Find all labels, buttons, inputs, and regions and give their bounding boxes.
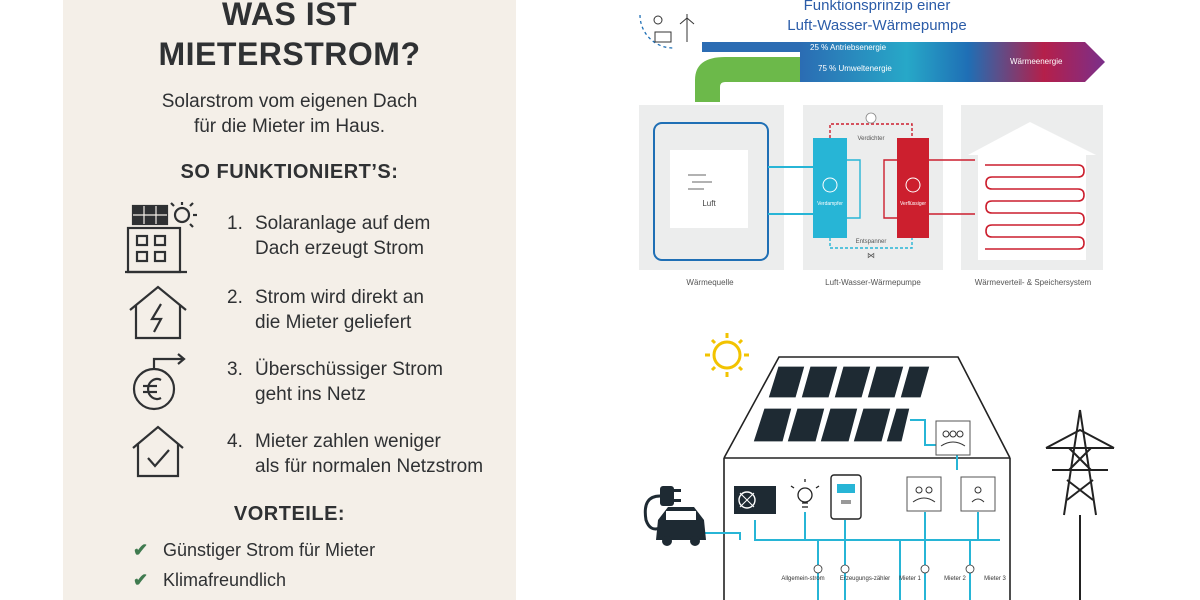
step-text-line2: die Mieter geliefert bbox=[255, 312, 412, 333]
step-text-line1: Mieter zahlen weniger bbox=[255, 431, 441, 452]
tenant-household-icon bbox=[906, 476, 942, 512]
heat-pump-title-line2: Luft-Wasser-Wärmepumpe bbox=[787, 17, 967, 34]
meter-dial-icon bbox=[920, 564, 930, 574]
condenser-label: Verflüssiger bbox=[900, 201, 926, 207]
heat-energy-arrow bbox=[800, 42, 1105, 82]
meter-label-tenant-3: Mieter 3 bbox=[984, 576, 1006, 582]
heat-pump-title-line1: Funktionsprinzip einer bbox=[804, 0, 951, 14]
charging-plug-icon bbox=[643, 486, 681, 531]
power-pylon-icon bbox=[1045, 409, 1115, 600]
solar-building-icon bbox=[125, 202, 197, 274]
heat-pump-label: Luft-Wasser-Wärmepumpe bbox=[825, 278, 921, 287]
infographic-subtitle-line1: Solarstrom vom eigenen Dach bbox=[161, 91, 418, 112]
mieterstrom-house-diagram: Allgemein-strom Erzeugungs-zähler Mieter… bbox=[643, 333, 1115, 600]
underfloor-heating-coil bbox=[985, 164, 1085, 250]
step-number: 4. bbox=[227, 431, 243, 452]
infographic-subtitle-line2: für die Mieter im Haus. bbox=[193, 116, 386, 137]
step-text-line2: als für normalen Netzstrom bbox=[255, 456, 484, 477]
compressor-fan-icon bbox=[865, 112, 877, 124]
step-text-line1: Überschüssiger Strom bbox=[255, 359, 443, 380]
electricity-meter-icon bbox=[830, 474, 862, 520]
euro-coin-arrow-icon bbox=[132, 353, 186, 411]
meter-label-tenant-2: Mieter 2 bbox=[944, 576, 966, 582]
meter-label-production: Erzeugungs-zähler bbox=[840, 576, 890, 582]
how-it-works-heading: SO FUNKTIONIERT’S: bbox=[180, 161, 399, 183]
benefit-text: Günstiger Strom für Mieter bbox=[163, 540, 376, 560]
benefits-heading: VORTEILE: bbox=[233, 503, 346, 525]
light-bulb-icon bbox=[790, 479, 820, 508]
meter-dial-icon bbox=[813, 564, 823, 574]
meter-dial-icon bbox=[965, 564, 975, 574]
storage-system-label: Wärmeverteil- & Speichersystem bbox=[975, 278, 1092, 287]
house-lightning-icon bbox=[129, 285, 187, 340]
heat-pump-diagram: Funktionsprinzip einer Luft-Wasser-Wärme… bbox=[639, 0, 1105, 287]
air-source-label: Luft bbox=[702, 199, 716, 208]
step-text-line1: Strom wird direkt an bbox=[255, 287, 424, 308]
evaporator-label: Verdampfer bbox=[817, 201, 843, 207]
step-text: Mieter zahlen weniger als für normalen Ne… bbox=[255, 429, 525, 479]
sun-icon bbox=[705, 333, 749, 377]
checkmark-icon: ✔ bbox=[133, 570, 149, 590]
expansion-valve-icon: ⋈ bbox=[867, 251, 875, 260]
electric-car-icon bbox=[656, 507, 706, 546]
heat-energy-label: Wärmeenergie bbox=[1010, 57, 1063, 66]
step-text: Strom wird direkt an die Mieter geliefert bbox=[255, 285, 525, 335]
tenant-household-icon bbox=[960, 476, 996, 512]
environment-energy-label: 75 % Umweltenergie bbox=[818, 64, 892, 73]
step-text: Überschüssiger Strom geht ins Netz bbox=[255, 357, 525, 407]
step-text-line2: Dach erzeugt Strom bbox=[255, 238, 424, 259]
house-checkmark-icon bbox=[132, 425, 184, 478]
step-text-line2: geht ins Netz bbox=[255, 384, 366, 405]
mieterstrom-infographic: WAS IST MIETERSTROM? Solarstrom vom eige… bbox=[63, 0, 516, 600]
heat-source-label: Wärmequelle bbox=[686, 278, 734, 287]
meter-labels: Allgemein-strom Erzeugungs-zähler Mieter… bbox=[781, 564, 1006, 582]
tenant-household-icon bbox=[935, 420, 971, 456]
step-number: 3. bbox=[227, 359, 243, 380]
meter-label-general: Allgemein-strom bbox=[781, 576, 824, 582]
condenser-box bbox=[897, 138, 929, 238]
drive-energy-label: 25 % Antriebsenergie bbox=[810, 43, 887, 52]
step-number: 1. bbox=[227, 213, 243, 234]
step-text-line1: Solaranlage auf dem bbox=[255, 213, 431, 234]
tenant-boxes bbox=[906, 420, 996, 512]
expansion-label: Entspanner bbox=[856, 239, 887, 245]
solar-panels bbox=[752, 365, 931, 443]
checkmark-icon: ✔ bbox=[133, 540, 149, 560]
bosch-logo-icon bbox=[639, 14, 695, 49]
benefit-text: Klimafreundlich bbox=[163, 570, 287, 590]
evaporator-box bbox=[813, 138, 847, 238]
infographic-title-line2: MIETERSTROM? bbox=[158, 36, 421, 72]
meter-label-tenant-1: Mieter 1 bbox=[899, 576, 921, 582]
step-number: 2. bbox=[227, 287, 243, 308]
meter-dial-icon bbox=[840, 564, 850, 574]
infographic-title-line1: WAS IST bbox=[221, 0, 358, 32]
compressor-label: Verdichter bbox=[857, 136, 884, 142]
